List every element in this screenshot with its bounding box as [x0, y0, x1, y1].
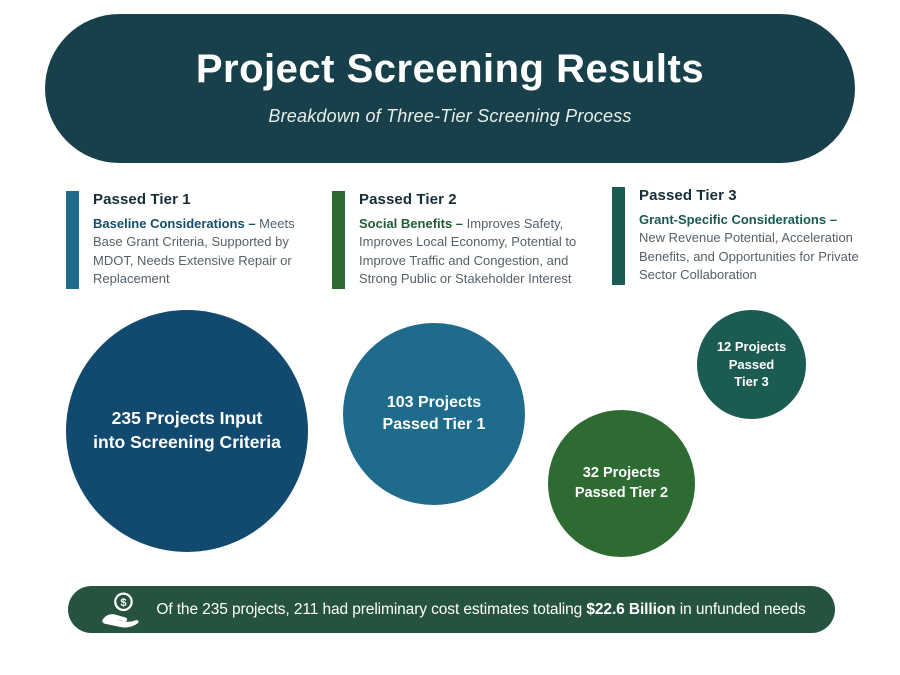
footer-banner: $ Of the 235 projects, 211 had prelimina…	[68, 586, 835, 633]
tier1-description-body: Meets Base Grant Criteria, Supported by …	[93, 216, 295, 287]
tier3-description-lead: Grant-Specific Considerations –	[639, 212, 837, 227]
tier3-description-body: New Revenue Potential, Acceleration Bene…	[639, 230, 859, 283]
hand-holding-dollar-icon: $	[102, 591, 139, 627]
tier2-accent-bar	[332, 191, 345, 289]
tier3-legend: Passed Tier 3 Grant-Specific Considerati…	[612, 187, 864, 285]
tier2-description-body: Improves Safety, Improves Local Economy,…	[359, 216, 577, 287]
tier3-heading: Passed Tier 3	[639, 187, 737, 204]
tier3-description: Grant-Specific Considerations – New Reve…	[639, 211, 864, 285]
tier1-accent-bar	[66, 191, 79, 289]
svg-text:$: $	[121, 597, 128, 609]
tier2-legend: Passed Tier 2 Social Benefits – Improves…	[332, 191, 584, 289]
tier3-accent-bar	[612, 187, 625, 285]
tier1-legend: Passed Tier 1 Baseline Considerations – …	[66, 191, 318, 289]
tier1-heading: Passed Tier 1	[93, 191, 191, 208]
tier1-description-lead: Baseline Considerations –	[93, 216, 260, 231]
footer-text: Of the 235 projects, 211 had preliminary…	[156, 601, 805, 619]
tier2-legend-content: Passed Tier 2 Social Benefits – Improves…	[359, 191, 584, 289]
tier2-heading: Passed Tier 2	[359, 191, 457, 208]
tier2-description-lead: Social Benefits –	[359, 216, 467, 231]
tier2-description: Social Benefits – Improves Safety, Impro…	[359, 215, 584, 289]
page-subtitle: Breakdown of Three-Tier Screening Proces…	[268, 106, 632, 126]
header-banner: Project Screening Results Breakdown of T…	[45, 14, 855, 163]
page-title: Project Screening Results	[195, 47, 705, 91]
footer-text-prefix: Of the 235 projects, 211 had preliminary…	[156, 600, 587, 618]
footer-text-suffix: in unfunded needs	[675, 600, 806, 618]
tier1-legend-content: Passed Tier 1 Baseline Considerations – …	[93, 191, 318, 289]
tier3-legend-content: Passed Tier 3 Grant-Specific Considerati…	[639, 187, 864, 285]
tier1-description: Baseline Considerations – Meets Base Gra…	[93, 215, 318, 289]
footer-text-amount: $22.6 Billion	[586, 600, 676, 618]
